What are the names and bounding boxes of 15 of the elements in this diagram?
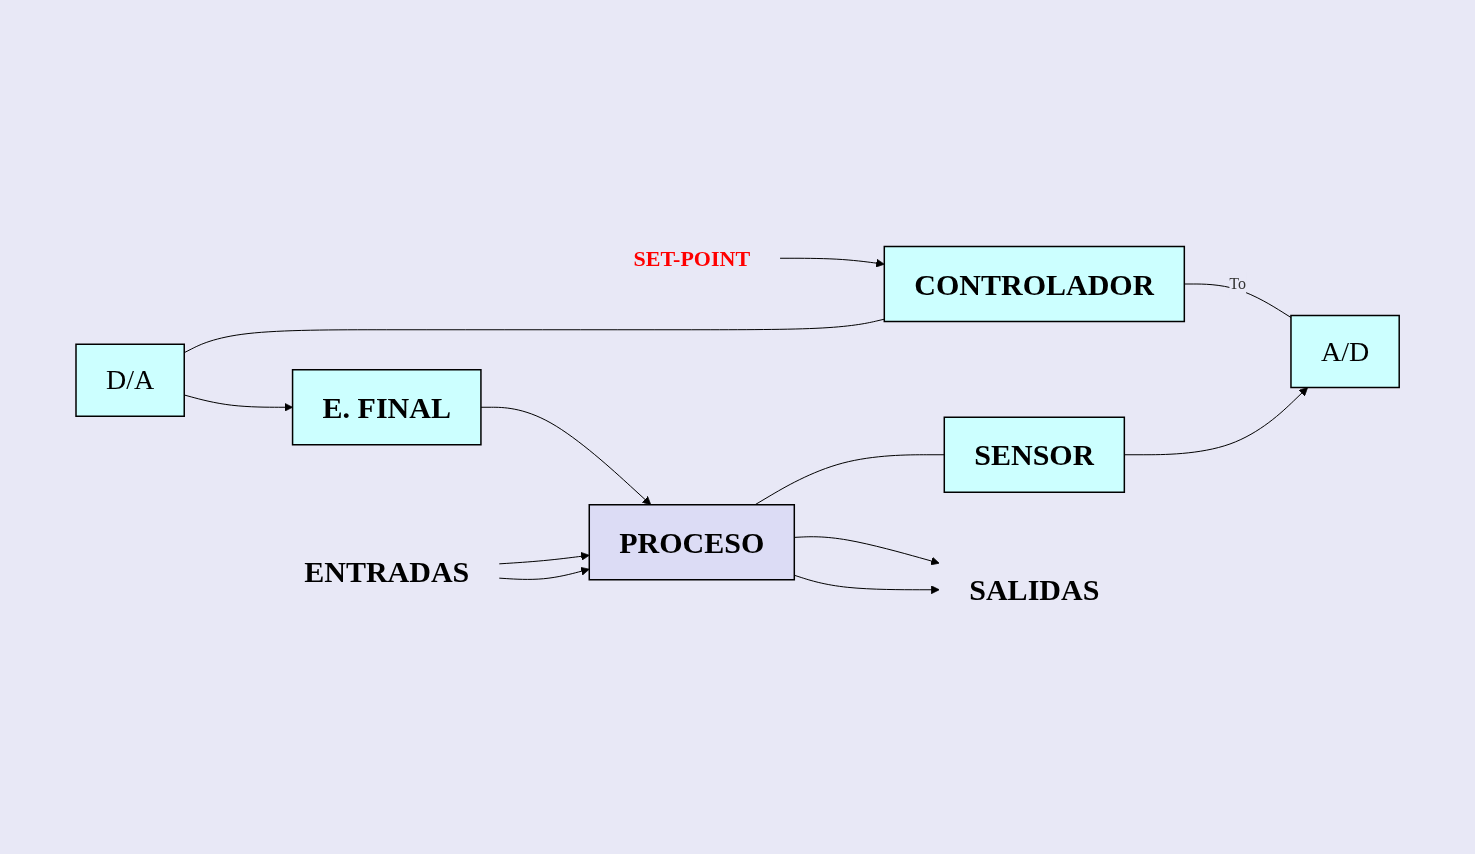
node-box: SENSOR <box>943 416 1125 493</box>
node-text: SET-POINT <box>633 245 750 271</box>
node-box: D/A <box>75 343 185 417</box>
node-text: ENTRADAS <box>304 554 470 588</box>
node-box: CONTROLADOR <box>883 245 1185 323</box>
connector <box>754 454 945 506</box>
node-box: A/D <box>1290 314 1400 389</box>
edge-label: To <box>1229 275 1246 292</box>
node-box: PROCESO <box>588 504 795 581</box>
node-box: E. FINAL <box>291 369 482 446</box>
arrow <box>498 551 590 565</box>
node-text: SALIDAS <box>969 573 1100 607</box>
arrow <box>779 257 885 268</box>
arrow <box>498 566 590 580</box>
arrow <box>480 406 652 506</box>
